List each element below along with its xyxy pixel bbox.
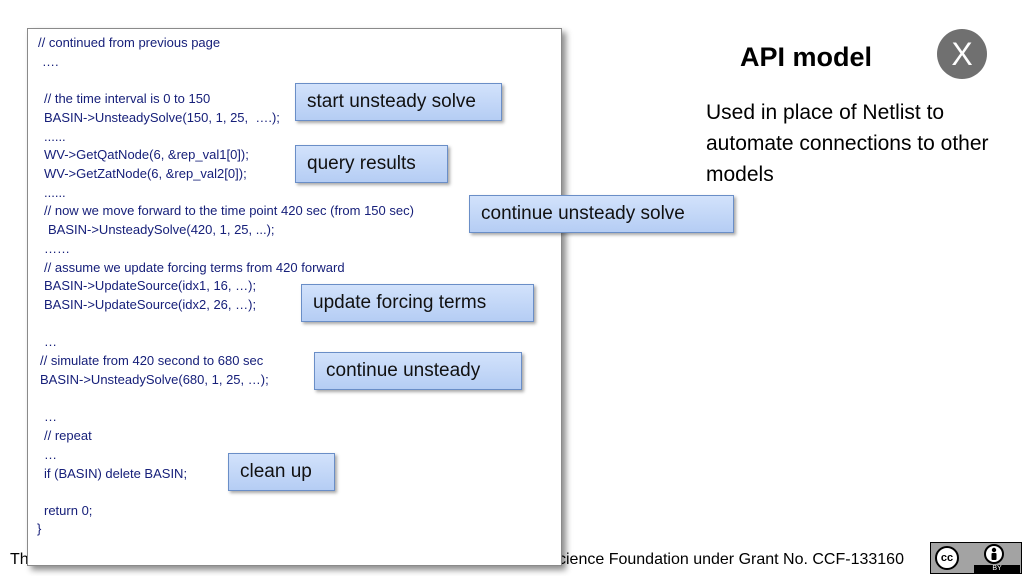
close-glyph: X xyxy=(951,36,973,72)
code-line: … xyxy=(44,334,57,349)
code-line: BASIN->UnsteadySolve(150, 1, 25, ….); xyxy=(44,110,280,125)
creative-commons-by-icon: cc BY xyxy=(930,542,1022,574)
callout-clean-up: clean up xyxy=(228,453,335,491)
code-line: BASIN->UpdateSource(idx1, 16, …); xyxy=(44,278,257,293)
code-line: BASIN->UpdateSource(idx2, 26, …); xyxy=(44,297,257,312)
code-line: … xyxy=(44,409,57,424)
code-line: // simulate from 420 second to 680 sec xyxy=(40,353,264,368)
footer: Th cience Foundation under Grant No. CCF… xyxy=(0,548,930,572)
callout-update-forcing-terms: update forcing terms xyxy=(301,284,534,322)
callout-query-results: query results xyxy=(295,145,448,183)
code-line: …. xyxy=(42,54,59,69)
cc-logo-icon: cc xyxy=(935,546,959,570)
code-line: if (BASIN) delete BASIN; xyxy=(44,466,188,481)
code-line: // continued from previous page xyxy=(38,35,221,50)
callout-continue-unsteady: continue unsteady xyxy=(314,352,522,390)
code-line: …… xyxy=(44,241,70,256)
code-line: // the time interval is 0 to 150 xyxy=(44,91,211,106)
code-line: WV->GetZatNode(6, &rep_val2[0]); xyxy=(44,166,247,181)
code-line: BASIN->UnsteadySolve(420, 1, 25, ...); xyxy=(48,222,275,237)
close-icon[interactable]: X xyxy=(937,29,987,79)
code-line: // now we move forward to the time point… xyxy=(44,203,414,218)
code-line: ...... xyxy=(44,129,66,144)
code-line: // assume we update forcing terms from 4… xyxy=(44,260,345,275)
code-line: } xyxy=(37,521,42,536)
by-label: BY xyxy=(974,565,1020,573)
attribution-person-icon xyxy=(984,544,1004,564)
footer-text-right: cience Foundation under Grant No. CCF-13… xyxy=(558,551,904,568)
code-line: … xyxy=(44,447,57,462)
code-line: // repeat xyxy=(44,428,92,443)
code-line: return 0; xyxy=(44,503,93,518)
callout-continue-unsteady-solve: continue unsteady solve xyxy=(469,195,734,233)
callout-start-unsteady-solve: start unsteady solve xyxy=(295,83,502,121)
footer-text-left: Th xyxy=(10,551,29,568)
slide-description: Used in place of Netlist to automate con… xyxy=(706,101,989,186)
slide-title: API model xyxy=(740,42,873,72)
code-line: ...... xyxy=(44,185,66,200)
code-line: WV->GetQatNode(6, &rep_val1[0]); xyxy=(44,147,249,162)
person-icon xyxy=(991,547,997,560)
code-line: BASIN->UnsteadySolve(680, 1, 25, …); xyxy=(40,372,269,387)
